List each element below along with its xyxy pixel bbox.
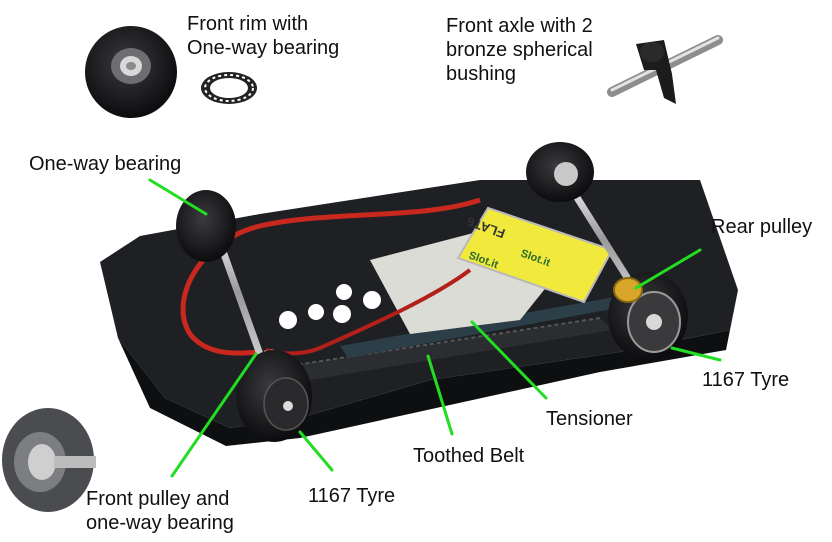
leader-lines: [148, 178, 722, 478]
rear-left-wheel: [526, 142, 594, 202]
one-way-bearing-label: One-way bearing: [29, 153, 182, 175]
leader-front-pulley: [170, 352, 258, 478]
front-pulley-label-line-2: one-way bearing: [86, 512, 234, 534]
front-axle-label-line-2: bronze spherical: [446, 39, 593, 61]
tyre-bottom-label: 1167 Tyre: [308, 485, 396, 507]
leader-one-way-bearing: [148, 178, 208, 216]
leader-toothed-belt: [426, 354, 454, 436]
tensioner-label: Tensioner: [546, 408, 633, 430]
front-rim-label-line-2: One-way bearing: [187, 37, 340, 59]
rear-right-wheel: [608, 272, 688, 360]
rear-pulley-label: Rear pulley: [711, 216, 813, 238]
front-axle-label-line-1: Front axle with 2: [446, 15, 593, 37]
front-axle-label-line-3: bushing: [446, 63, 517, 85]
front-rim-label: Front rim with One-way bearing: [187, 12, 339, 60]
front-axle-image: [607, 35, 723, 104]
toothed-belt-label: Toothed Belt: [413, 445, 525, 467]
leader-tyre-bottom: [298, 430, 334, 472]
motor-image: Slot.it FLAT6 Slot.it: [456, 206, 614, 304]
leader-rear-pulley: [634, 248, 702, 290]
front-right-wheel: [236, 350, 312, 442]
leader-tensioner: [470, 320, 548, 400]
leader-tyre-right: [670, 346, 722, 362]
front-rim-label-line-1: Front rim with: [187, 13, 309, 35]
front-rim-image: [85, 26, 177, 118]
front-pulley-label-line-1: Front pulley and: [86, 488, 230, 510]
one-way-bearing-ring-image: [201, 72, 257, 104]
front-left-wheel: [176, 190, 236, 262]
tyre-right-label: 1167 Tyre: [702, 369, 790, 391]
front-axle-label: Front axle with 2 bronze spherical bushi…: [446, 14, 593, 86]
rear-pulley-image: [613, 277, 643, 303]
front-pulley-label: Front pulley and one-way bearing: [86, 487, 234, 535]
front-pulley-closeup-image: [2, 408, 96, 512]
